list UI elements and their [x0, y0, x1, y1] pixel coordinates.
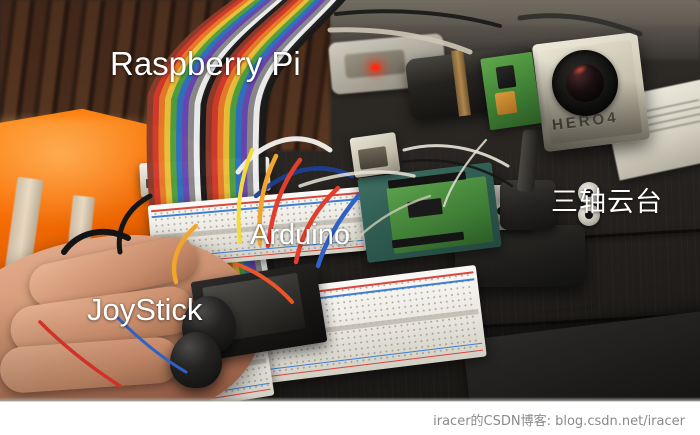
- annotation-arduino: Arduino: [250, 219, 350, 251]
- watermark-text: iracer的CSDN博客: blog.csdn.net/iracer: [433, 414, 685, 429]
- jumper-wires: [38, 9, 514, 388]
- photo-bottom-edge: [0, 397, 700, 401]
- watermark-band: iracer的CSDN博客: blog.csdn.net/iracer: [0, 401, 700, 435]
- band-divider: [0, 401, 700, 402]
- annotation-joystick: JoyStick: [87, 292, 203, 327]
- joystick-knob-right[interactable]: [170, 332, 222, 388]
- annotation-gimbal: 三轴云台: [551, 187, 663, 218]
- annotation-raspberry-pi: Raspberry Pi: [110, 45, 301, 82]
- gimbal-damper-ball: [578, 182, 600, 204]
- power-led-indicator: [371, 64, 380, 71]
- gimbal-damper-ball: [578, 204, 600, 226]
- project-photo: HERO4: [0, 0, 700, 401]
